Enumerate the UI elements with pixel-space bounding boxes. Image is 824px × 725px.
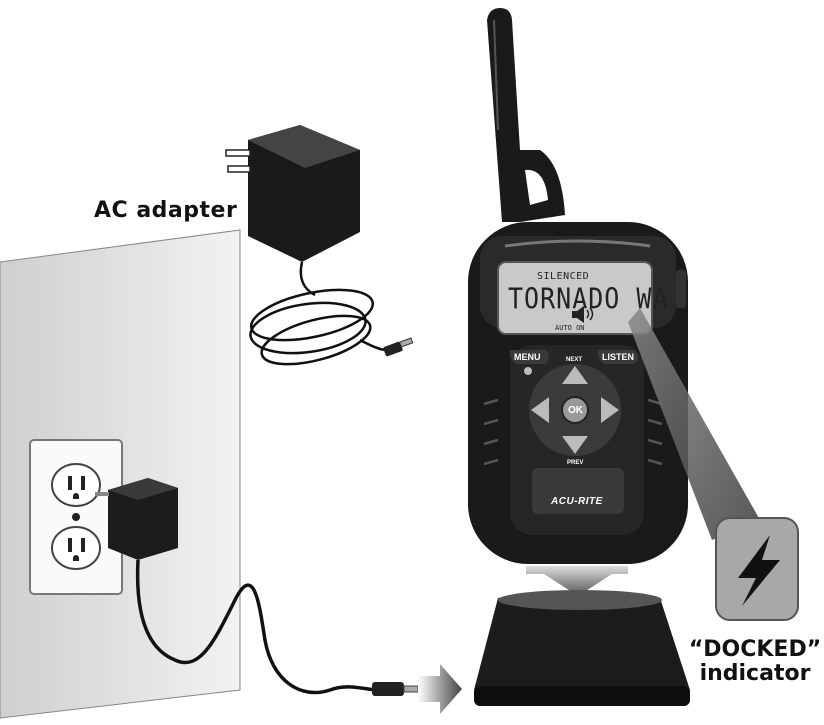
radio-antenna: [487, 8, 565, 222]
lcd-message-text: TORNADO WA: [508, 282, 669, 316]
docked-indicator-label: “DOCKED” indicator: [686, 638, 824, 686]
lightning-bolt-icon: [738, 535, 780, 606]
ac-adapter-label: AC adapter: [94, 198, 238, 223]
charging-dock: [474, 590, 690, 706]
listen-key: [597, 350, 638, 364]
lcd-status-text: SILENCED: [537, 271, 590, 282]
menu-key-label: MENU: [514, 352, 541, 362]
ac-adapter-icon: [225, 125, 360, 262]
plugged-adapter: [95, 478, 178, 560]
speaker-icon: [572, 306, 594, 323]
indicator-beam: [628, 308, 760, 540]
navigation-pad: [529, 364, 621, 456]
lcd-screen: [497, 261, 653, 335]
arrow-down-icon: [526, 566, 628, 596]
coiled-cord: [249, 261, 396, 366]
docked-label-line1: “DOCKED”: [688, 637, 822, 662]
dc-plug: [372, 682, 419, 696]
prev-key-label: PREV: [567, 460, 584, 466]
arrow-right-icon: [418, 664, 462, 714]
listen-key-label: LISTEN: [602, 352, 635, 362]
next-key-label: NEXT: [566, 357, 583, 363]
lcd-mode-text: AUTO ON: [555, 324, 585, 332]
power-outlet-icon: [29, 439, 123, 595]
brand-logo: ACU-RITE: [551, 496, 603, 507]
docked-label-line2: indicator: [699, 661, 811, 686]
dc-plug-top: [383, 337, 414, 357]
ok-key-label: OK: [568, 405, 583, 416]
menu-key: [509, 350, 549, 375]
power-cord: [135, 559, 376, 695]
